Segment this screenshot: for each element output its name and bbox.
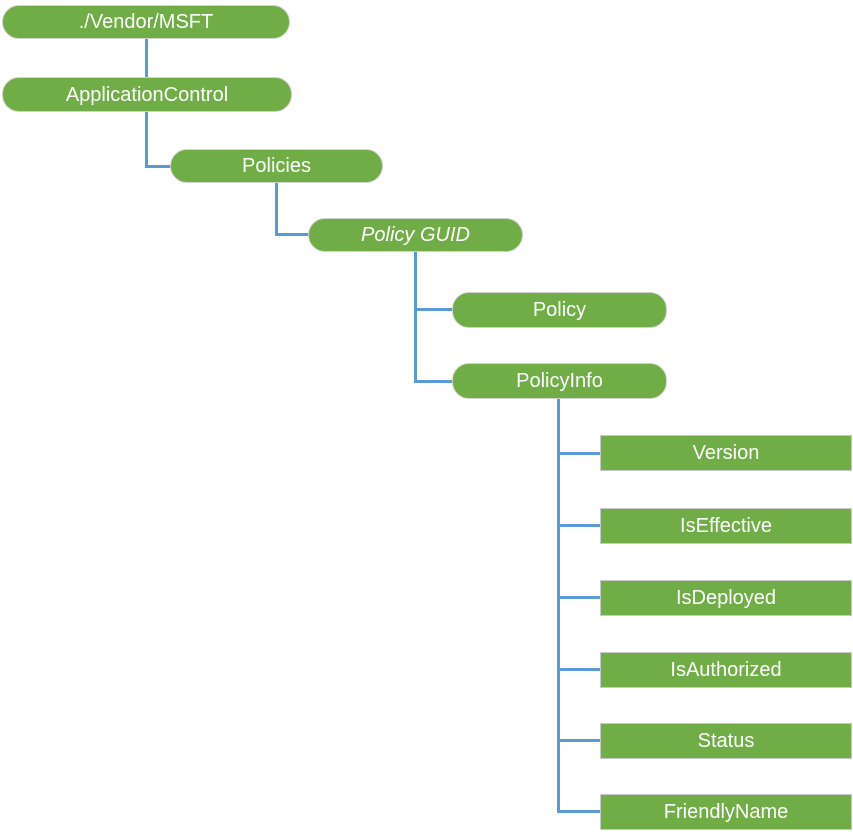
node-status: Status xyxy=(600,723,852,759)
connector-policyinfo-to-status xyxy=(557,739,601,742)
node-version: Version xyxy=(600,435,852,471)
node-policies: Policies xyxy=(170,149,383,183)
connector-policies-to-policyguid-vertical xyxy=(275,183,278,236)
node-friendly-name: FriendlyName xyxy=(600,794,852,830)
node-policy: Policy xyxy=(452,292,667,328)
node-is-effective: IsEffective xyxy=(600,508,852,544)
node-application-control: ApplicationControl xyxy=(2,77,292,112)
connector-policyinfo-trunk xyxy=(557,399,560,813)
connector-policyinfo-to-friendlyname xyxy=(557,810,601,813)
node-is-deployed: IsDeployed xyxy=(600,580,852,616)
node-policy-info: PolicyInfo xyxy=(452,363,667,399)
node-vendor-msft: ./Vendor/MSFT xyxy=(2,5,290,39)
node-policy-guid: Policy GUID xyxy=(308,218,523,252)
node-is-authorized: IsAuthorized xyxy=(600,652,852,688)
connector-appcontrol-to-policies-vertical xyxy=(145,112,148,168)
connector-policyinfo-to-isauthorized xyxy=(557,668,601,671)
connector-policies-to-policyguid-horizontal xyxy=(275,233,309,236)
connector-policyguid-to-policyinfo xyxy=(414,380,453,383)
connector-policyinfo-to-iseffective xyxy=(557,524,601,527)
connector-policyinfo-to-version xyxy=(557,452,601,455)
connector-vendor-to-appcontrol xyxy=(145,39,148,78)
connector-appcontrol-to-policies-horizontal xyxy=(145,165,171,168)
connector-policyguid-to-policy xyxy=(414,308,453,311)
connector-policyguid-trunk xyxy=(414,251,417,383)
connector-policyinfo-to-isdeployed xyxy=(557,596,601,599)
